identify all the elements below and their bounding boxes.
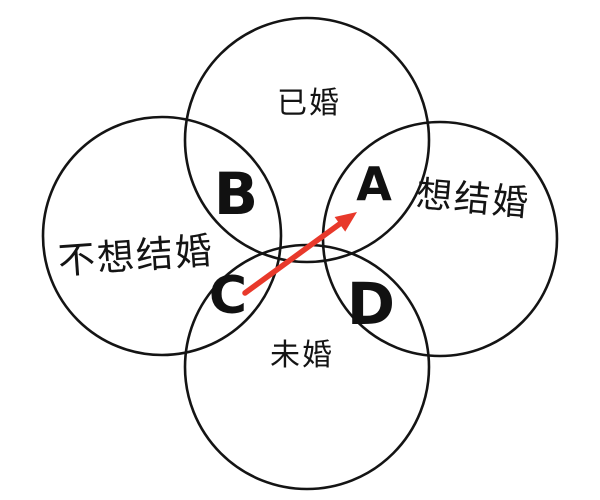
circle-label-unmarried: 未婚 [270, 338, 334, 373]
circle-label-want-marry: 想结婚 [414, 174, 532, 225]
arrow-head [334, 212, 357, 232]
venn-circle-married [183, 16, 431, 264]
region-label-c: C [208, 266, 248, 326]
arrow-c-to-a [242, 212, 357, 296]
region-label-a: A [356, 157, 392, 211]
region-label-d: D [346, 270, 396, 338]
circle-label-married: 已婚 [277, 86, 341, 121]
arrow-line [242, 220, 344, 296]
region-label-b: B [213, 160, 259, 228]
circle-label-not-want-marry: 不想结婚 [56, 229, 216, 283]
venn-circle-not-want-marry [41, 115, 283, 357]
